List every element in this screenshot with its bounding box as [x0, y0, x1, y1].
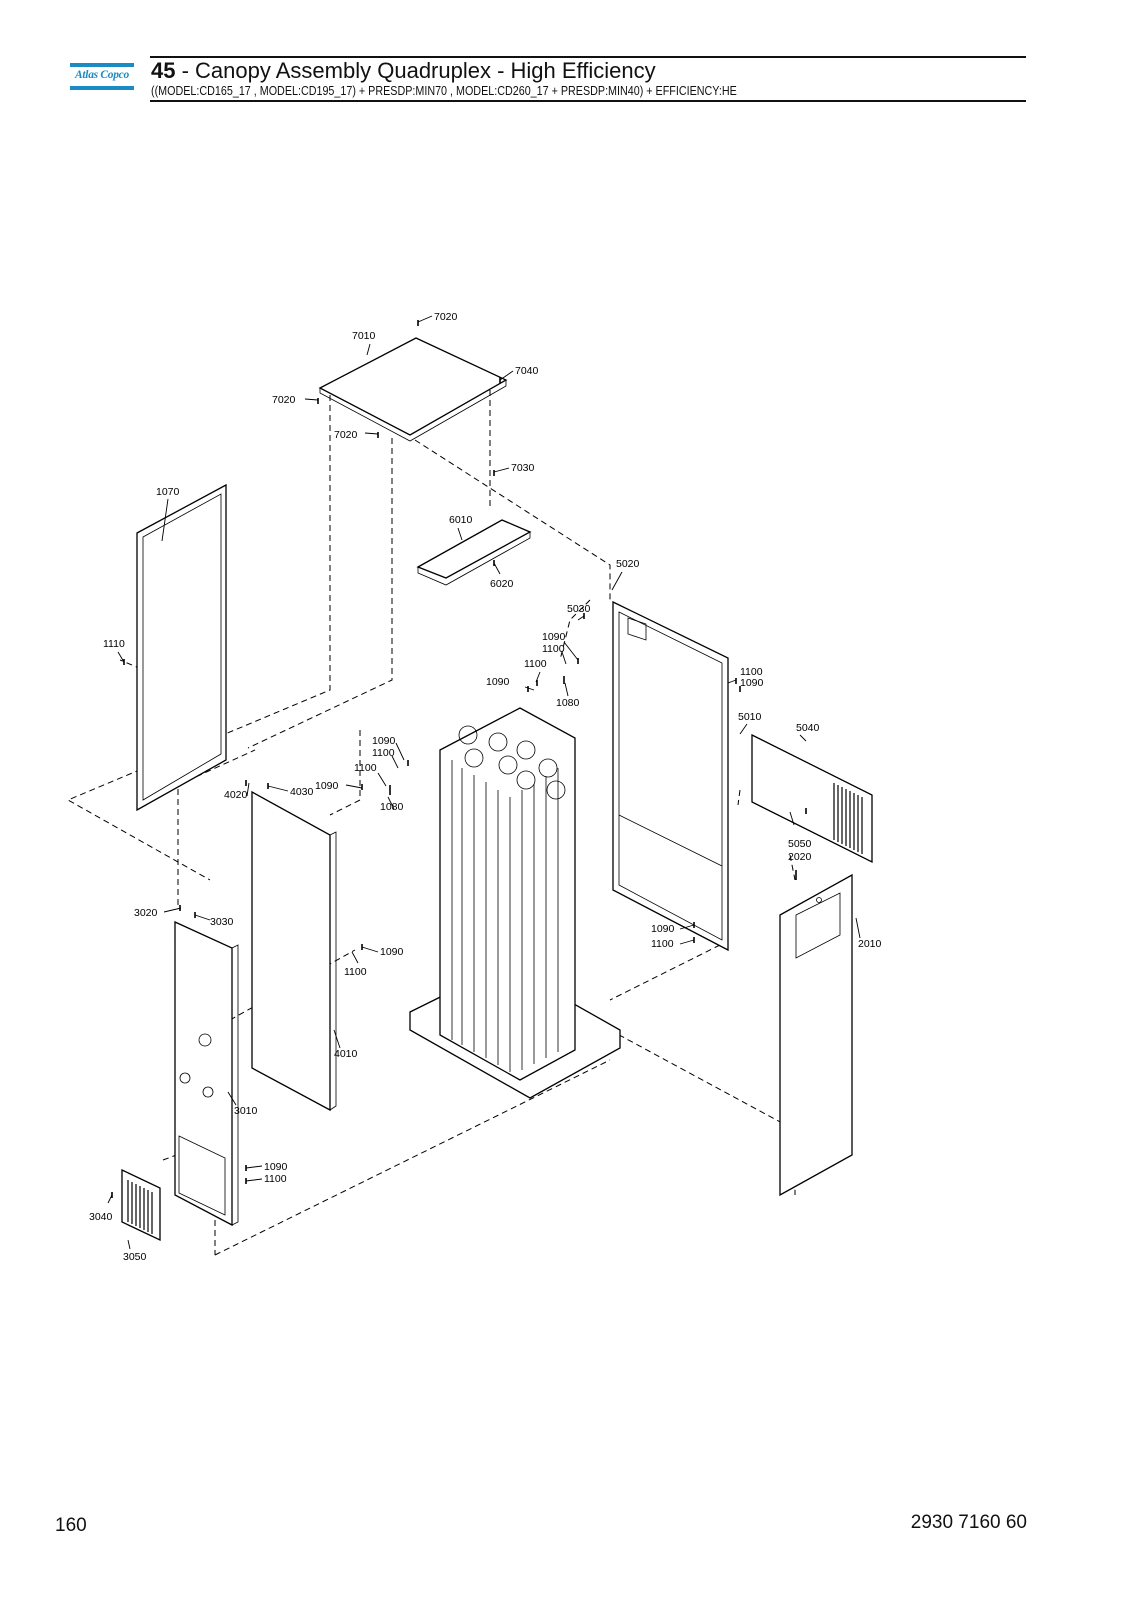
callout-7020: 7020	[272, 394, 296, 406]
callout-leader-lines	[107, 315, 861, 1250]
callout-7030: 7030	[511, 462, 535, 474]
section-number: 45	[151, 58, 176, 83]
side-panel-4010	[251, 790, 337, 1112]
callout-4010: 4010	[334, 1048, 358, 1060]
grille-plate-5040	[751, 733, 873, 864]
callout-1100: 1100	[651, 938, 674, 950]
document-number: 2930 7160 60	[910, 1512, 1027, 1533]
callout-3050: 3050	[123, 1251, 147, 1263]
callout-4020: 4020	[224, 789, 248, 801]
callout-1090: 1090	[264, 1161, 288, 1173]
frame-panel-5010	[612, 600, 729, 952]
dryer-module-stack	[409, 707, 621, 1099]
callout-1100: 1100	[740, 666, 763, 678]
callout-2010: 2010	[858, 938, 882, 950]
page-title: 45 - Canopy Assembly Quadruplex - High E…	[151, 58, 656, 84]
front-panel-3010	[174, 920, 239, 1227]
top-plate-6010	[416, 519, 532, 586]
callout-1090: 1090	[542, 631, 566, 643]
callout-1090: 1090	[486, 676, 510, 688]
callout-1070: 1070	[156, 486, 180, 498]
callout-1090: 1090	[315, 780, 339, 792]
callout-1100: 1100	[524, 658, 547, 670]
callout-1100: 1100	[344, 966, 367, 978]
callout-1110: 1110	[103, 638, 125, 650]
grille-3050	[121, 1168, 161, 1242]
callout-1100: 1100	[372, 747, 395, 759]
callout-3010: 3010	[234, 1105, 258, 1117]
callout-1090: 1090	[740, 677, 764, 689]
callout-5050: 5050	[788, 838, 812, 850]
callout-1090: 1090	[372, 735, 396, 747]
callout-5040: 5040	[796, 722, 820, 734]
callout-7040: 7040	[515, 365, 539, 377]
callout-2020: 2020	[788, 851, 812, 863]
callout-3020: 3020	[134, 907, 158, 919]
callout-7020: 7020	[334, 429, 358, 441]
callout-1090: 1090	[651, 923, 675, 935]
callout-5030: 5030	[567, 603, 591, 615]
callout-1080: 1080	[556, 697, 580, 709]
callout-6010: 6010	[449, 514, 473, 526]
callout-5010: 5010	[738, 711, 762, 723]
fastener-marks	[111, 320, 807, 1198]
callout-5020: 5020	[616, 558, 640, 570]
page-number: 160	[55, 1515, 87, 1536]
page-subtitle: ((MODEL:CD165_17 , MODEL:CD195_17) + PRE…	[151, 84, 737, 98]
roof-panel-7010	[318, 337, 508, 442]
callout-3040: 3040	[89, 1211, 113, 1223]
callout-1090: 1090	[380, 946, 404, 958]
callout-1100: 1100	[354, 762, 377, 774]
door-panel-2010	[779, 873, 853, 1197]
callout-7010: 7010	[352, 330, 376, 342]
callout-6020: 6020	[490, 578, 514, 590]
callout-1100: 1100	[542, 643, 565, 655]
callout-3030: 3030	[210, 916, 234, 928]
header-rule-bottom	[150, 100, 1026, 102]
header-rule-top	[150, 56, 1026, 58]
atlas-copco-logo: Atlas Copco	[70, 63, 134, 97]
logo-text: Atlas Copco	[75, 69, 129, 81]
title-text: - Canopy Assembly Quadruplex - High Effi…	[175, 58, 656, 83]
frame-panel-1070	[136, 483, 227, 812]
callout-7020: 7020	[434, 311, 458, 323]
callout-1080: 1080	[380, 801, 404, 813]
callout-1100: 1100	[264, 1173, 287, 1185]
callout-4030: 4030	[290, 786, 314, 798]
callout-labels: 7020 7010 7040 7020 7020 7030 6010 6020 …	[89, 311, 882, 1263]
